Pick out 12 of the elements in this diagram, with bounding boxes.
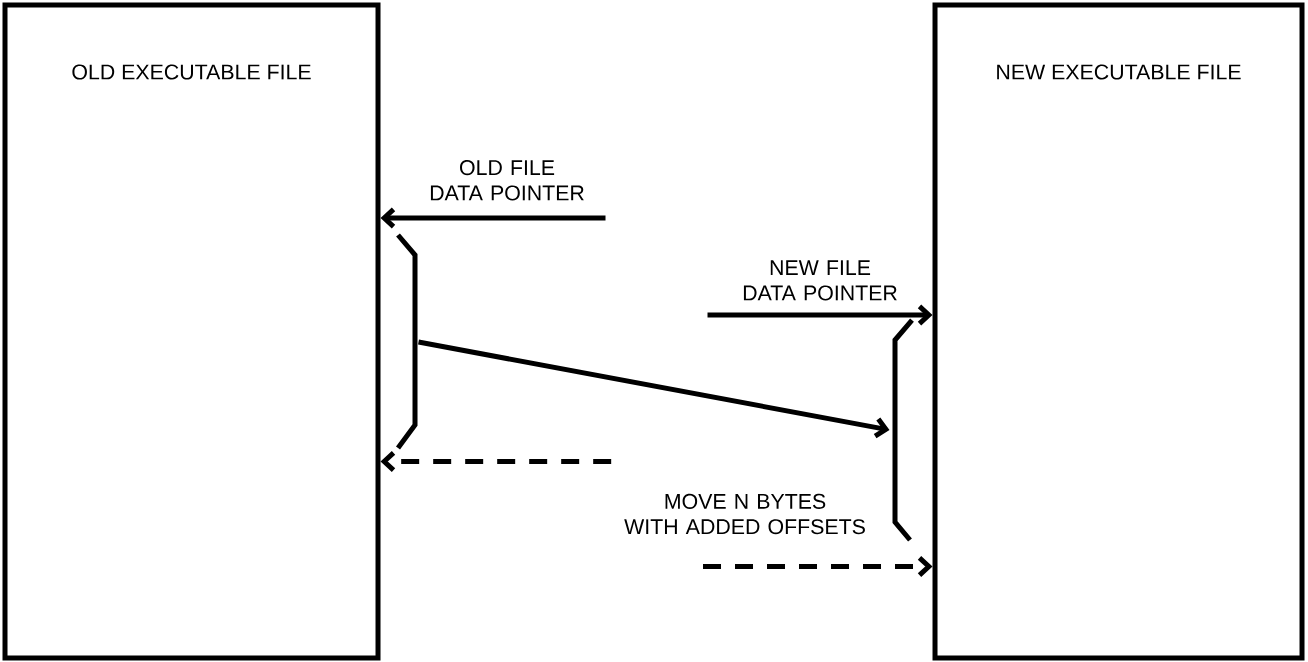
move-label: MOVE N BYTES WITH ADDED OFFSETS bbox=[624, 493, 865, 535]
arrow bbox=[380, 207, 396, 229]
file-box: OLD EXECUTABLE FILE bbox=[2, 2, 381, 661]
pointer-label: OLD FILE DATA POINTER bbox=[430, 160, 584, 201]
bracket bbox=[396, 233, 418, 450]
arrow bbox=[703, 556, 933, 577]
arrow bbox=[380, 451, 612, 472]
bracket bbox=[892, 318, 914, 542]
arrow bbox=[418, 339, 890, 439]
pointer-label: NEW FILE DATA POINTER bbox=[743, 260, 897, 301]
file-box: NEW EXECUTABLE FILE bbox=[932, 2, 1305, 661]
arrow bbox=[917, 304, 933, 326]
